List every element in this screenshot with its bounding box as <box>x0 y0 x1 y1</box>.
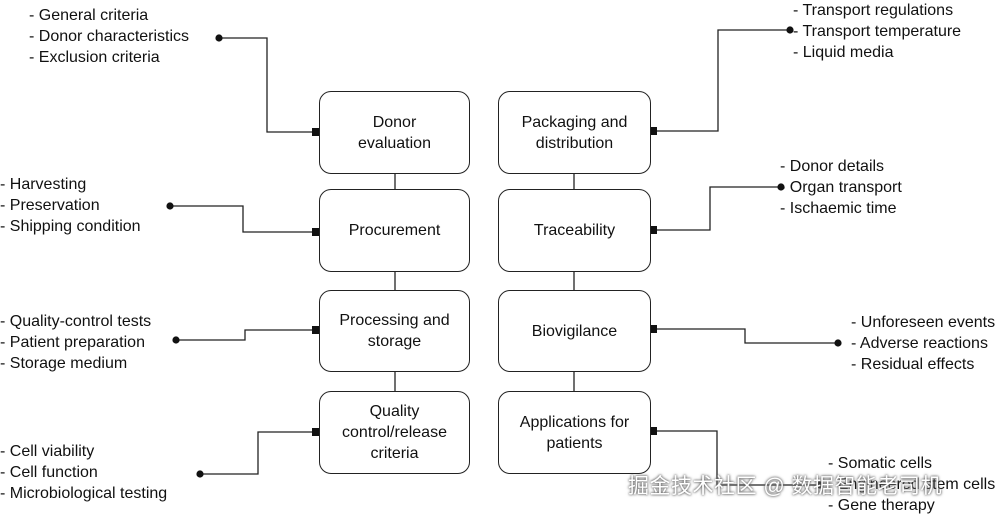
list-item: - Liquid media <box>793 44 894 61</box>
list-item: - Organ transport <box>780 179 902 196</box>
list-item: - Patient preparation <box>0 334 145 351</box>
box-quality-control: Quality control/release criteria <box>319 391 470 474</box>
list-item: - Engineered stem cells <box>828 476 996 493</box>
box-biovigilance: Biovigilance <box>498 290 651 372</box>
list-donor-evaluation: - General criteria - Donor characteristi… <box>29 5 189 68</box>
box-label: Donor evaluation <box>358 113 431 152</box>
box-label: Traceability <box>533 222 616 239</box>
box-traceability: Traceability <box>498 189 651 272</box>
list-item: - Adverse reactions <box>851 335 988 352</box>
list-procurement: - Harvesting - Preservation - Shipping c… <box>0 174 141 237</box>
watermark: 掘金技术社区 @ 数据智能老司机 <box>628 475 942 498</box>
list-item: - Donor characteristics <box>29 28 190 45</box>
box-processing-storage: Processing and storage <box>319 290 470 372</box>
box-label: Applications for patients <box>519 413 630 452</box>
box-applications-for-patients: Applications for patients <box>498 391 651 474</box>
list-item: - Microbiological testing <box>0 485 168 502</box>
list-item: - Storage medium <box>0 355 128 372</box>
list-item: - Somatic cells <box>828 455 933 472</box>
list-item: - General criteria <box>29 7 149 24</box>
box-label: Packaging and distribution <box>521 113 628 152</box>
box-packaging-distribution: Packaging and distribution <box>498 91 651 174</box>
list-item: - Unforeseen events <box>851 314 996 331</box>
list-item: - Harvesting <box>0 176 87 193</box>
list-applications: - Somatic cells - Engineered stem cells … <box>828 453 995 516</box>
list-item: - Quality-control tests <box>0 313 152 330</box>
list-item: - Gene therapy <box>828 497 935 514</box>
list-item: - Transport regulations <box>793 2 954 19</box>
box-procurement: Procurement <box>319 189 470 272</box>
box-label: Processing and storage <box>339 312 450 350</box>
box-label: Procurement <box>348 222 441 239</box>
list-biovigilance: - Unforeseen events - Adverse reactions … <box>851 312 995 375</box>
list-item: - Exclusion criteria <box>29 49 160 66</box>
list-item: - Cell viability <box>0 443 95 460</box>
list-traceability: - Donor details - Organ transport - Isch… <box>780 156 902 219</box>
list-item: - Residual effects <box>851 356 975 373</box>
list-item: - Transport temperature <box>793 23 962 40</box>
list-quality-control: - Cell viability - Cell function - Micro… <box>0 441 167 504</box>
box-label: Quality control/release criteria <box>342 403 447 462</box>
list-item: - Shipping condition <box>0 218 141 235</box>
box-donor-evaluation: Donor evaluation <box>319 91 470 174</box>
list-item: - Preservation <box>0 197 100 214</box>
list-item: - Donor details <box>780 158 885 175</box>
list-item: - Ischaemic time <box>780 200 897 217</box>
list-packaging-distribution: - Transport regulations - Transport temp… <box>793 0 961 63</box>
list-item: - Cell function <box>0 464 98 481</box>
list-processing-storage: - Quality-control tests - Patient prepar… <box>0 311 151 374</box>
box-label: Biovigilance <box>531 322 618 340</box>
